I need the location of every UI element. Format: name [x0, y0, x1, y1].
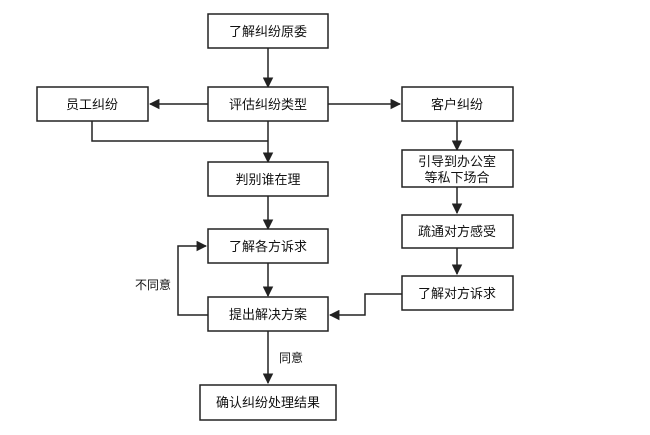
- node-guide-line2-label: 等私下场合: [424, 170, 489, 186]
- node-understand-all-claims: 了解各方诉求: [207, 228, 329, 264]
- node-employee-dispute: 员工纠纷: [36, 86, 149, 122]
- node-understand-cause: 了解纠纷原委: [207, 13, 329, 49]
- edge-solution-disagree-loop: [177, 240, 208, 316]
- node-propose-solution-label: 提出解决方案: [229, 307, 307, 323]
- node-customer-dispute: 客户纠纷: [401, 86, 514, 122]
- edges: [91, 48, 463, 385]
- node-guide-line1-label: 引导到办公室: [418, 154, 496, 170]
- node-understand-cause-label: 了解纠纷原委: [229, 25, 307, 40]
- node-assess-type: 评估纠纷类型: [207, 86, 329, 122]
- edge-label-disagree: 不同意: [135, 277, 171, 292]
- node-ease-feelings-label: 疏通对方感受: [418, 224, 496, 240]
- node-ease-feelings: 疏通对方感受: [401, 214, 514, 249]
- node-employee-dispute-label: 员工纠纷: [66, 98, 118, 113]
- node-propose-solution: 提出解决方案: [207, 296, 329, 332]
- node-judge-fault: 判别谁在理: [207, 161, 329, 197]
- edge-other-claim-to-solution: [328, 293, 402, 321]
- node-assess-type-label: 评估纠纷类型: [229, 98, 307, 113]
- node-confirm-result-label: 确认纠纷处理结果: [216, 396, 320, 411]
- node-customer-dispute-label: 客户纠纷: [431, 97, 483, 113]
- node-understand-other-claim: 了解对方诉求: [401, 275, 514, 311]
- node-confirm-result: 确认纠纷处理结果: [199, 384, 337, 421]
- node-judge-fault-label: 判别谁在理: [235, 173, 300, 188]
- node-guide-private: 引导到办公室 等私下场合: [401, 149, 514, 188]
- node-understand-all-claims-label: 了解各方诉求: [229, 239, 307, 255]
- edge-label-agree: 同意: [279, 350, 303, 365]
- node-understand-other-claim-label: 了解对方诉求: [418, 286, 496, 302]
- edge-employee-to-judge: [91, 121, 268, 142]
